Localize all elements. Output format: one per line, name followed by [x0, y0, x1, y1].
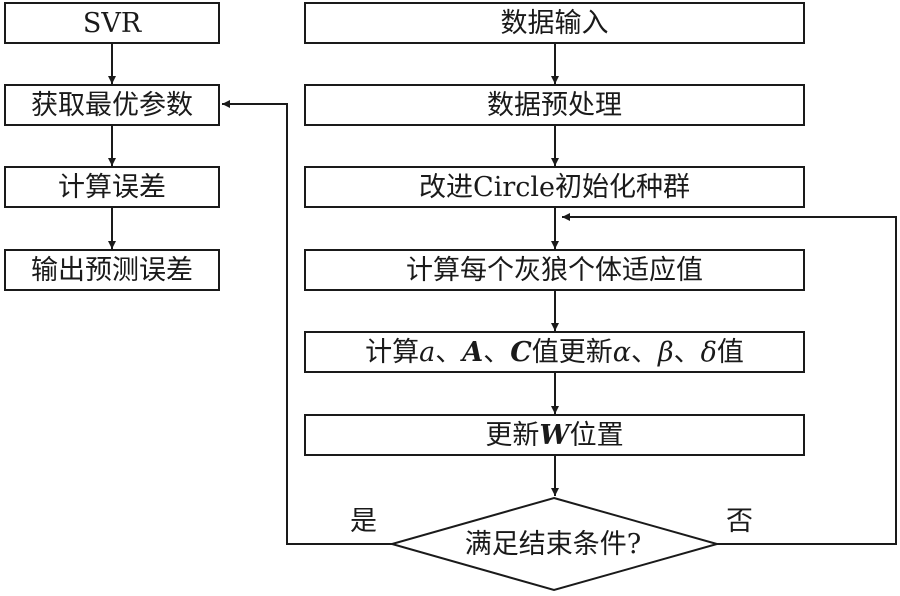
update-params-box: 计算a、A、C值更新α、β、δ值 — [304, 331, 805, 373]
arrow-yes-to-params — [222, 100, 392, 545]
update-position-label: 更新W位置 — [485, 419, 624, 451]
output-error-box: 输出预测误差 — [4, 249, 220, 291]
var-alpha: α — [612, 336, 631, 368]
var-W: W — [539, 419, 570, 451]
init-population-box: 改进Circle初始化种群 — [304, 166, 805, 208]
calc-error-label: 计算误差 — [58, 171, 166, 203]
preprocess-label: 数据预处理 — [487, 89, 622, 121]
var-A: A — [462, 336, 484, 368]
svr-box: SVR — [4, 2, 220, 44]
get-params-label: 获取最优参数 — [31, 89, 193, 121]
update-params-label: 计算a、A、C值更新α、β、δ值 — [365, 336, 744, 368]
fitness-box: 计算每个灰狼个体适应值 — [304, 249, 805, 291]
yes-label: 是 — [350, 506, 377, 537]
data-input-box: 数据输入 — [304, 2, 805, 44]
var-delta: δ — [700, 336, 717, 368]
arrow-no-loop — [562, 213, 897, 545]
output-error-label: 输出预测误差 — [31, 254, 193, 286]
preprocess-box: 数据预处理 — [304, 84, 805, 126]
init-population-label: 改进Circle初始化种群 — [419, 171, 690, 203]
update-position-box: 更新W位置 — [304, 414, 805, 456]
var-a: a — [419, 336, 436, 368]
no-label: 否 — [726, 506, 753, 537]
var-beta: β — [657, 336, 674, 368]
svr-label: SVR — [82, 7, 142, 39]
fitness-label: 计算每个灰狼个体适应值 — [406, 254, 703, 286]
decision-label: 满足结束条件? — [464, 528, 642, 560]
get-params-box: 获取最优参数 — [4, 84, 220, 126]
var-C: C — [510, 336, 532, 368]
calc-error-box: 计算误差 — [4, 166, 220, 208]
data-input-label: 数据输入 — [500, 7, 609, 39]
decision-diamond — [388, 496, 721, 592]
